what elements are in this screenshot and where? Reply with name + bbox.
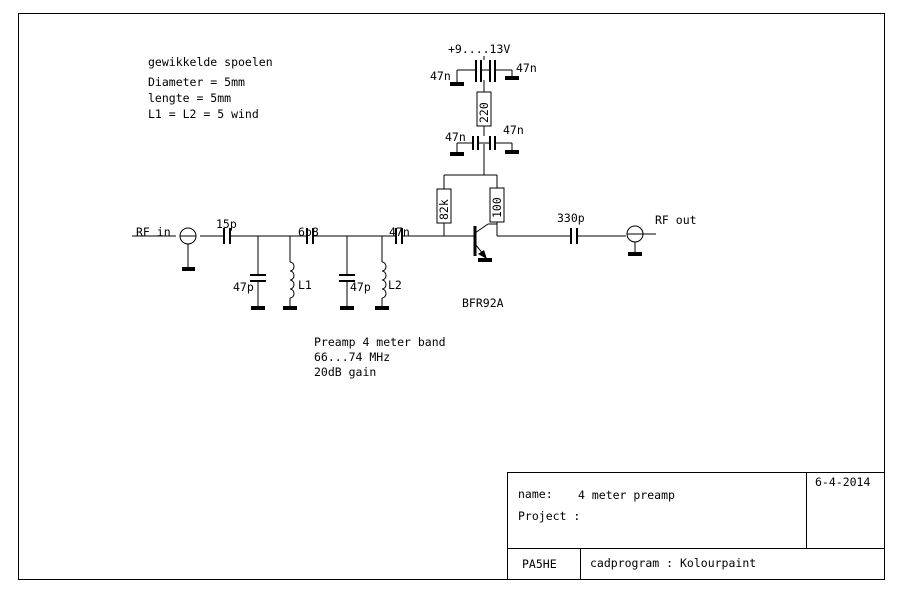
title-block-program: cadprogram : Kolourpaint bbox=[590, 556, 756, 570]
capacitor-47n-upper-left-label: 47n bbox=[430, 69, 451, 83]
rf-out-connector bbox=[626, 225, 656, 256]
drawing-frame bbox=[18, 13, 885, 580]
inductor-l2-label: L2 bbox=[388, 278, 402, 292]
capacitor-330p-label: 330p bbox=[557, 211, 585, 225]
title-block: name: 4 meter preamp Project : 6-4-2014 … bbox=[507, 472, 885, 580]
transistor-bfr92a bbox=[473, 223, 497, 262]
title-block-author: PA5HE bbox=[522, 557, 557, 571]
transistor-label: BFR92A bbox=[462, 296, 504, 310]
title-block-name-label: name: bbox=[518, 487, 553, 501]
title-block-project-label: Project : bbox=[518, 509, 580, 523]
description-line-1: Preamp 4 meter band bbox=[314, 335, 446, 349]
inductor-l1-label: L1 bbox=[298, 278, 312, 292]
capacitor-47n-lower-right-label: 47n bbox=[503, 123, 524, 137]
resistor-82k bbox=[436, 175, 452, 236]
capacitor-47n-base-label: 47n bbox=[389, 225, 410, 239]
rf-in-connector bbox=[179, 227, 197, 271]
capacitor-47n-lower-left-label: 47n bbox=[445, 130, 466, 144]
supply-voltage-label: +9....13V bbox=[448, 42, 510, 56]
resistor-82k-label: 82k bbox=[437, 199, 451, 220]
capacitor-47p-shunt-2-label: 47p bbox=[350, 280, 371, 294]
description-line-3: 20dB gain bbox=[314, 365, 376, 379]
coil-notes: gewikkelde spoelen Diameter = 5mm lengte… bbox=[148, 55, 273, 121]
coil-length: lengte = 5mm bbox=[148, 91, 231, 105]
resistor-220 bbox=[476, 80, 492, 136]
capacitor-47p-shunt-1-label: 47p bbox=[233, 280, 254, 294]
capacitor-6p8 bbox=[306, 228, 314, 244]
resistor-100-label: 100 bbox=[490, 197, 504, 218]
coil-diameter: Diameter = 5mm bbox=[148, 75, 245, 89]
description-line-2: 66...74 MHz bbox=[314, 350, 390, 364]
decoupling-capacitors-upper bbox=[450, 56, 519, 86]
rf-in-label: RF in bbox=[136, 225, 171, 239]
coil-turns: L1 = L2 = 5 wind bbox=[148, 107, 259, 121]
capacitor-47p-shunt-1 bbox=[250, 236, 266, 310]
resistor-220-label: 220 bbox=[477, 102, 491, 123]
rf-out-label: RF out bbox=[655, 213, 697, 227]
title-block-date: 6-4-2014 bbox=[815, 475, 870, 489]
capacitor-47p-shunt-2 bbox=[339, 236, 355, 310]
supply-bus bbox=[444, 144, 497, 176]
title-block-name-value: 4 meter preamp bbox=[578, 488, 675, 502]
capacitor-15p-label: 15p bbox=[216, 217, 237, 231]
capacitor-47n-base bbox=[395, 228, 403, 244]
description-notes: Preamp 4 meter band 66...74 MHz 20dB gai… bbox=[314, 335, 446, 379]
capacitor-6p8-label: 6p8 bbox=[298, 225, 319, 239]
capacitor-15p bbox=[223, 228, 231, 244]
resistor-100 bbox=[489, 175, 505, 224]
coil-notes-title: gewikkelde spoelen bbox=[148, 55, 273, 69]
output-path bbox=[496, 224, 626, 244]
inductor-l2 bbox=[375, 236, 389, 310]
decoupling-capacitors-lower bbox=[450, 136, 519, 156]
capacitor-47n-upper-right-label: 47n bbox=[516, 61, 537, 75]
inductor-l1 bbox=[283, 236, 297, 310]
